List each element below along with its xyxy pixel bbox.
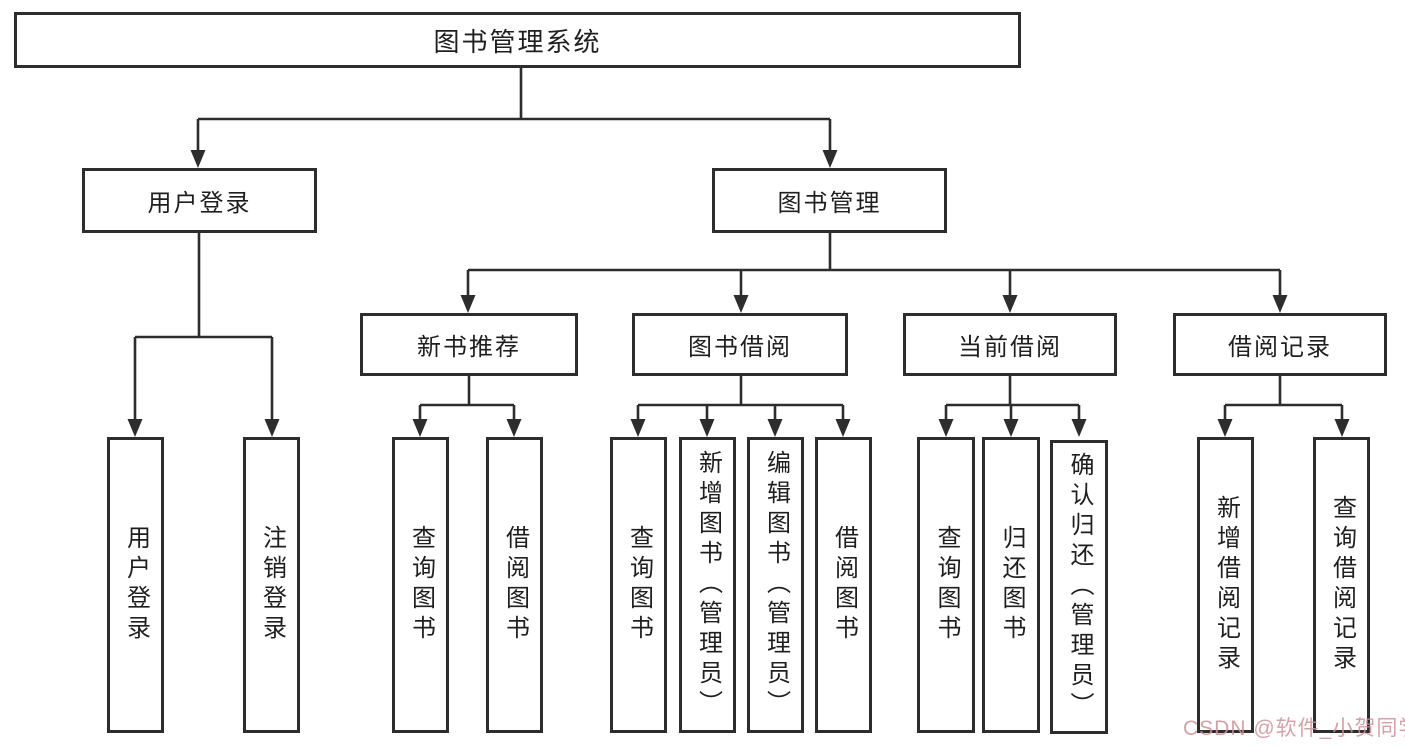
node-current-borrow-label: 当前借阅: [958, 334, 1062, 361]
node-recommend-borrow-books-label: 借阅图书: [501, 525, 529, 645]
node-add-borrow-record: 新增借阅记录: [1197, 437, 1254, 733]
node-edit-books-admin: 编辑图书（管理员）: [747, 437, 804, 733]
node-query-borrow-record-label: 查询借阅记录: [1328, 495, 1356, 675]
node-borrow-query-books: 查询图书: [610, 437, 667, 733]
node-logout-label: 注销登录: [258, 525, 286, 645]
node-edit-books-admin-label: 编辑图书（管理员）: [762, 450, 790, 720]
node-borrow-books-leaf-label: 借阅图书: [830, 525, 858, 645]
node-logout: 注销登录: [243, 437, 300, 733]
node-current-query-books: 查询图书: [917, 437, 975, 733]
node-library-system: 图书管理系统: [14, 12, 1021, 68]
node-return-books-label: 归还图书: [998, 525, 1025, 645]
node-recommend-query-books: 查询图书: [392, 437, 449, 733]
node-current-borrow: 当前借阅: [903, 313, 1117, 376]
node-book-management-label: 图书管理: [777, 190, 882, 217]
node-query-borrow-record: 查询借阅记录: [1313, 437, 1370, 733]
node-recommend-query-books-label: 查询图书: [407, 525, 435, 645]
node-borrow-records-label: 借阅记录: [1228, 334, 1332, 361]
node-library-system-label: 图书管理系统: [433, 26, 602, 57]
node-current-query-books-label: 查询图书: [933, 525, 960, 645]
node-new-book-recommend-label: 新书推荐: [417, 334, 521, 361]
node-borrow-records: 借阅记录: [1173, 313, 1387, 376]
node-book-borrow: 图书借阅: [632, 313, 848, 376]
node-confirm-return-admin: 确认归还（管理员）: [1050, 440, 1108, 734]
node-book-borrow-label: 图书借阅: [688, 334, 792, 361]
node-recommend-borrow-books: 借阅图书: [486, 437, 543, 733]
node-borrow-query-books-label: 查询图书: [625, 525, 653, 645]
node-user-login-leaf-label: 用户登录: [122, 525, 150, 645]
node-user-login-leaf: 用户登录: [107, 437, 164, 733]
node-add-books-admin: 新增图书（管理员）: [679, 437, 736, 733]
node-user-login: 用户登录: [82, 168, 317, 233]
node-add-books-admin-label: 新增图书（管理员）: [694, 450, 722, 720]
node-add-borrow-record-label: 新增借阅记录: [1212, 495, 1240, 675]
node-confirm-return-admin-label: 确认归还（管理员）: [1066, 452, 1093, 722]
node-user-login-label: 用户登录: [147, 190, 252, 217]
node-new-book-recommend: 新书推荐: [360, 313, 578, 376]
node-borrow-books-leaf: 借阅图书: [815, 437, 872, 733]
node-book-management: 图书管理: [712, 168, 947, 233]
node-return-books: 归还图书: [982, 437, 1040, 733]
